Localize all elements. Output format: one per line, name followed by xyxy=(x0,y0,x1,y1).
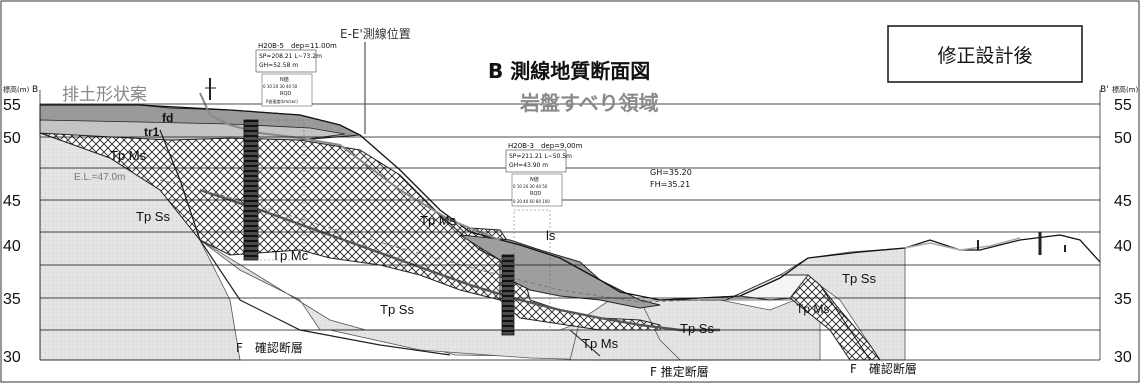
surface-lines xyxy=(40,92,1101,361)
fault-label-center: F 推定断層 xyxy=(650,364,709,379)
label-fd: fd xyxy=(162,111,173,125)
fh-annotation: FH=35.21 xyxy=(650,180,690,189)
axis-right: 55 50 45 40 35 30 xyxy=(1114,97,1132,366)
main-title: B 測線地質断面図 xyxy=(488,59,650,83)
gh-annotation: GH=35.20 xyxy=(650,168,692,177)
cross-line-label: E-E'測線位置 xyxy=(340,26,411,41)
borehole-h20b-5-name: H20B-5 dep=11.00m xyxy=(258,42,337,50)
unit-ls-area xyxy=(459,234,661,309)
borehole-h20b-3-name: H20B-3 dep=9.00m xyxy=(508,142,583,150)
borehole-h20b-3-sp: SP=211.21 L~50.5m xyxy=(509,153,572,160)
borehole-h20b-5: H20B-5 dep=11.00m SP=208.21 L~73.2m GH=5… xyxy=(243,42,337,261)
label-tp-ss-lower: Tp Ss xyxy=(680,321,714,336)
borehole-h20b-5-core xyxy=(243,119,259,261)
label-tp-ms-lower: Tp Ms xyxy=(582,336,619,351)
survey-markers xyxy=(205,78,1066,255)
borehole-h20b-5-n-label: N値 xyxy=(280,76,289,83)
left-section-label: B xyxy=(32,85,38,95)
label-tp-mc: Tp Mc xyxy=(272,248,309,263)
geology-layers xyxy=(39,104,906,361)
unit-tp-mc-area xyxy=(39,132,501,301)
borehole-h20b-3-extra: 0 20 40 60 80 100 xyxy=(513,199,550,204)
right-tick-45: 45 xyxy=(1114,193,1132,210)
left-tick-35: 35 xyxy=(3,291,21,308)
right-tick-40: 40 xyxy=(1114,238,1132,255)
label-tr1: tr1 xyxy=(144,125,160,139)
borehole-h20b-3-n-label: N値 xyxy=(530,176,539,183)
label-tp-ss-right: Tp Ss xyxy=(842,271,876,286)
borehole-h20b-5-scale: 0 10 20 30 40 50 xyxy=(263,84,298,89)
label-el: E.L.=47.0m xyxy=(74,172,125,183)
unit-tp-ms-right-area xyxy=(789,274,881,361)
axis-left: 55 50 45 40 35 30 xyxy=(3,97,21,366)
subtitle-rock-slide-zone: 岩盤すべり領域 xyxy=(519,91,659,115)
borehole-h20b-3-core xyxy=(501,254,515,336)
status-box-label: 修正設計後 xyxy=(937,45,1032,67)
label-tp-ss-center: Tp Ss xyxy=(380,302,414,317)
borehole-h20b-5-rqd: RQD xyxy=(280,91,291,97)
borehole-h20b-3-rqd: RQD xyxy=(530,191,541,197)
borehole-h20b-3: H20B-3 dep=9.00m SP=211.21 L~50.5m GH=43… xyxy=(501,142,583,336)
fault-line-left xyxy=(159,129,451,356)
left-tick-30: 30 xyxy=(3,349,21,366)
fault-label-right: F 確認断層 xyxy=(850,361,917,376)
slip-surface-line xyxy=(199,188,720,332)
borehole-h20b-5-sp: SP=208.21 L~73.2m xyxy=(259,53,322,60)
borehole-h20b-5-extra: P波速度(km/sec) xyxy=(266,98,298,104)
ground-surface-line xyxy=(40,104,1101,301)
right-section-label: B' xyxy=(1100,85,1109,95)
label-tp-ms-upper: Tp Ms xyxy=(110,148,147,163)
label-tp-ms-right: Tp Ms xyxy=(796,302,829,316)
borehole-h20b-3-scale: 0 10 20 30 40 50 xyxy=(513,184,548,189)
left-unit-label: 標高(m) xyxy=(3,85,30,94)
label-ls: ls xyxy=(546,228,556,243)
left-tick-55: 55 xyxy=(3,97,21,114)
right-tick-50: 50 xyxy=(1114,130,1132,147)
label-tp-ss-left: Tp Ss xyxy=(136,209,170,224)
elevation-grid xyxy=(39,90,1101,361)
label-tp-ms-mid: Tp Ms xyxy=(420,213,457,228)
left-tick-40: 40 xyxy=(3,238,21,255)
unit-labels: fd tr1 Tp Ms E.L.=47.0m Tp Ss Tp Mc Tp M… xyxy=(74,111,876,351)
left-tick-45: 45 xyxy=(3,193,21,210)
fault-line-center xyxy=(569,329,601,357)
right-slope-dashed xyxy=(904,237,1021,251)
borehole-h20b-5-gh: GH=52.58 m xyxy=(259,62,298,69)
right-tick-55: 55 xyxy=(1114,97,1132,114)
excavation-outline-line xyxy=(199,92,501,241)
right-tick-35: 35 xyxy=(1114,291,1132,308)
borehole-h20b-3-gh: GH=43.90 m xyxy=(509,162,548,169)
right-unit-label: 標高(m) xyxy=(1112,85,1139,94)
fault-label-left: F 確認断層 xyxy=(236,340,303,355)
status-box xyxy=(887,25,1083,83)
left-tick-50: 50 xyxy=(3,130,21,147)
right-tick-30: 30 xyxy=(1114,349,1132,366)
excavation-plan-label: 排土形状案 xyxy=(62,85,147,105)
